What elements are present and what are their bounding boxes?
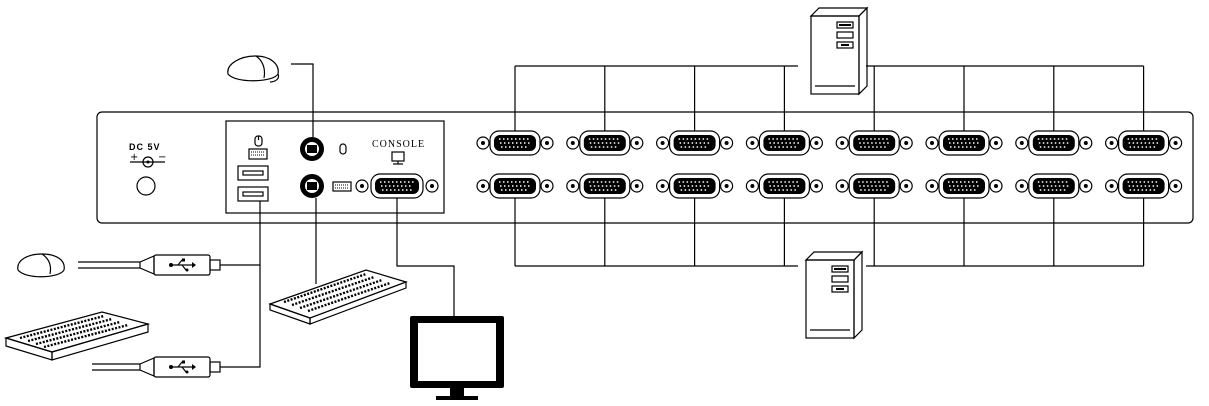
monitor-icon [410, 316, 504, 400]
usb-keyboard-icon [3, 311, 151, 361]
vga-port [1015, 173, 1093, 199]
kvm-front-panel [96, 111, 1194, 224]
vga-port [1015, 130, 1093, 156]
usb-keyboard-mini-icon [248, 148, 268, 160]
console-section-box [225, 120, 445, 214]
power-jack [136, 176, 156, 196]
tower-computer-icon [809, 6, 869, 96]
vga-port [1104, 173, 1183, 199]
usb-mouse-mini-icon [254, 135, 263, 147]
vga-port [655, 130, 734, 156]
usb-port-bottom [237, 186, 269, 202]
ps2-keyboard-icon [268, 269, 408, 325]
vga-port [835, 173, 913, 199]
vga-port [925, 173, 1003, 199]
dc-polarity-icon: + − [130, 152, 166, 168]
power-label: DC 5V [129, 142, 161, 152]
vga-port [476, 173, 554, 199]
vga-port [476, 130, 554, 156]
computer-vga-port-grid [476, 130, 1183, 199]
console-monitor-cable [396, 198, 455, 318]
svg-text:+: + [130, 152, 138, 163]
vga-port [566, 173, 644, 199]
vga-port [1104, 130, 1183, 156]
usb-symbol-icon [169, 360, 196, 374]
usb-port-top [237, 165, 269, 181]
ps2-mouse-port [300, 137, 324, 161]
console-monitor-mini-icon [391, 151, 405, 165]
svg-text:−: − [158, 152, 166, 163]
ps2-mouse-icon [227, 55, 280, 83]
console-label: CONSOLE [372, 139, 425, 150]
ps2-mouse-cable [291, 63, 314, 137]
vga-port [835, 130, 913, 156]
usb-plug-1 [139, 254, 221, 276]
vga-port [745, 130, 824, 156]
vga-port [745, 173, 824, 199]
computer-cable-bus [514, 65, 1145, 267]
ps2-keyboard-label-icon [332, 181, 352, 192]
console-vga-port [355, 173, 439, 199]
ps2-keyboard-port [300, 174, 324, 198]
usb-keyboard-cable [220, 265, 261, 368]
vga-port [566, 130, 644, 156]
vga-port [925, 130, 1003, 156]
usb-plug-2 [139, 356, 221, 378]
vga-port [655, 173, 734, 199]
ps2-mouse-label-icon [339, 143, 347, 155]
usb-symbol-icon [169, 258, 196, 272]
tower-computer-icon-bottom [804, 250, 864, 340]
power-section: DC 5V + − [129, 142, 166, 196]
usb-mouse-icon [17, 253, 65, 278]
